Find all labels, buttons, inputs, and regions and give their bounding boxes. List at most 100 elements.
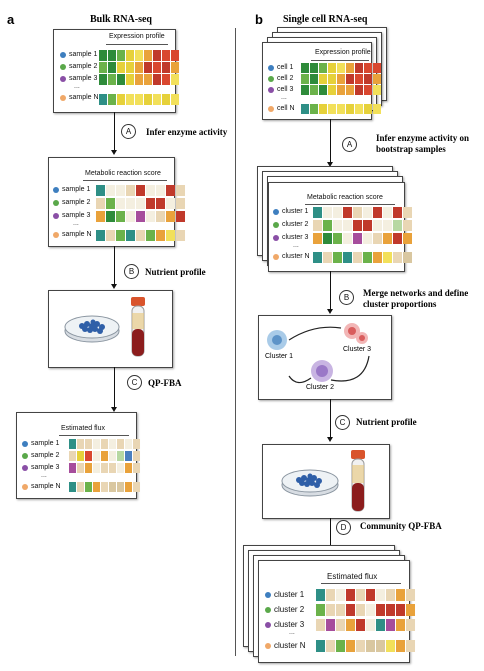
b-arrow-1-line [330,119,331,164]
heatmap-cell [373,104,381,114]
heatmap-cell [133,451,140,461]
panel-divider [235,28,236,656]
heatmap-cell [328,104,336,114]
a-flux-row-3: sample 3 [22,464,59,471]
a-flux-row-1: sample 1 [22,440,59,447]
a-arrow-3-line [114,367,115,409]
heatmap-cell [126,230,135,241]
heatmap-cell [328,63,336,73]
heatmap-cell [386,604,395,616]
heatmap-cell [69,439,76,449]
a-expr-row-1: sample 1 [60,51,97,58]
network-edge-1-2 [288,375,312,384]
b-network-illustration [267,323,370,384]
heatmap-cell [346,589,355,601]
b-flux-row-1: cluster 1 [265,590,304,599]
heatmap-cell [363,220,372,231]
b-arrow-3-line [330,399,331,439]
a-expression-box: Expression profile sample 1 sample 2 sam… [53,29,179,113]
heatmap-cell [386,589,395,601]
heatmap-cell [319,104,327,114]
heatmap-cell [126,94,134,105]
heatmap-cell [153,50,161,61]
heatmap-cell [353,233,362,244]
heatmap-cell [136,230,145,241]
heatmap-cell [406,589,415,601]
panel-b-title: Single cell RNA-seq [283,14,368,25]
heatmap-cell [135,62,143,73]
heatmap-cell [310,74,318,84]
heatmap-cell [316,589,325,601]
b-step-a-icon: A [342,137,357,152]
heatmap-cell [376,604,385,616]
heatmap-cell [343,252,352,263]
heatmap-cell [313,252,322,263]
heatmap-cell [386,640,395,652]
heatmap-cell [99,94,107,105]
a-flux-row-n: sample N [22,483,61,490]
petri-dish-icon [281,469,339,497]
heatmap-cell [364,63,372,73]
heatmap-cell [356,640,365,652]
heatmap-cell [146,211,155,222]
heatmap-cell [126,211,135,222]
heatmap-cell [85,439,92,449]
a-flux-title: Estimated flux [61,425,105,432]
heatmap-cell [171,94,179,105]
heatmap-cell [356,619,365,631]
heatmap-cell [403,252,412,263]
a-flux-box: Estimated flux sample 1 sample 2 sample … [16,412,140,499]
heatmap-cell [135,94,143,105]
heatmap-cell [313,220,322,231]
heatmap-cell [162,74,170,85]
heatmap-cell [364,74,372,84]
heatmap-cell [373,233,382,244]
heatmap-cell [93,482,100,492]
heatmap-cell [366,619,375,631]
heatmap-cell [109,451,116,461]
heatmap-cell [136,198,145,209]
b-step-c-label: Nutrient profile [356,417,417,427]
network-edge-1-3 [288,326,342,341]
b-score-row-1: cluster 1 [273,208,308,215]
heatmap-cell [93,463,100,473]
heatmap-cell [343,220,352,231]
heatmap-cell [353,252,362,263]
heatmap-cell [109,463,116,473]
cluster-1-label: Cluster 1 [265,353,294,360]
heatmap-cell [156,230,165,241]
b-arrow-1-head [327,162,333,167]
b-step-b-label-1: Merge networks and define [363,288,469,298]
heatmap-cell [333,233,342,244]
heatmap-cell [136,185,145,196]
heatmap-cell [353,220,362,231]
heatmap-cell [101,451,108,461]
a-expr-row-3: sample 3 [60,75,97,82]
heatmap-cell [176,230,185,241]
heatmap-cell [116,230,125,241]
heatmap-cell [133,463,140,473]
heatmap-cell [406,619,415,631]
heatmap-cell [326,619,335,631]
heatmap-cell [363,207,372,218]
a-score-row-2: sample 2 [53,199,90,206]
heatmap-cell [355,74,363,84]
heatmap-cell [125,463,132,473]
heatmap-cell [144,62,152,73]
heatmap-cell [85,482,92,492]
cluster-2-label: Cluster 2 [306,384,335,391]
heatmap-cell [393,207,402,218]
heatmap-cell [356,589,365,601]
heatmap-cell [166,198,175,209]
heatmap-cell [162,50,170,61]
heatmap-cell [393,233,402,244]
heatmap-cell [376,589,385,601]
b-score-row-2: cluster 2 [273,221,308,228]
heatmap-cell [366,589,375,601]
cluster-1-cell-icon [267,330,287,350]
heatmap-cell [316,619,325,631]
b-expression-box: Expression profile cell 1 cell 2 cell 3 … [262,42,381,120]
heatmap-cell [301,74,309,84]
b-network-box: Cluster 1 Cluster 3 Cluster 2 [258,315,392,400]
heatmap-cell [393,220,402,231]
